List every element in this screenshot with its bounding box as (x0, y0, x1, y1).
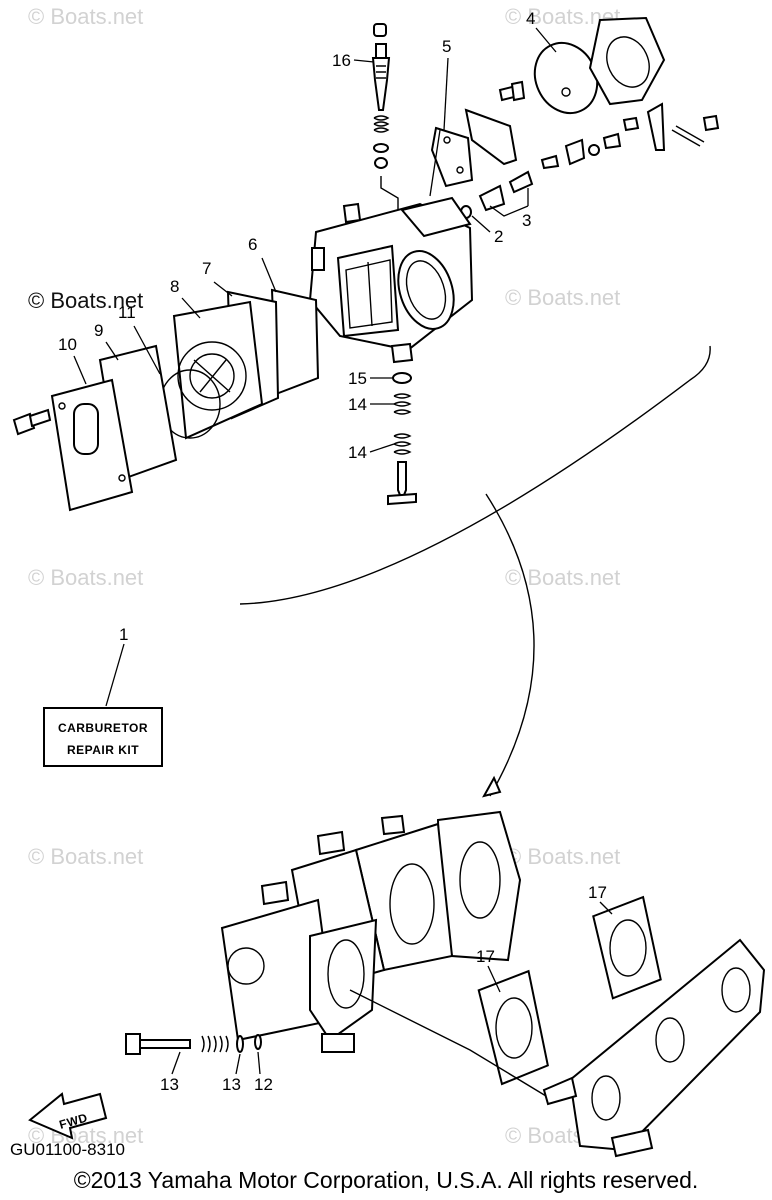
callout-15: 15 (348, 369, 367, 388)
callout-17: 17 (588, 883, 607, 902)
diaphragm-part (533, 16, 666, 115)
callout-8: 8 (170, 277, 179, 296)
callouts: 1 2 3 4 5 6 7 8 9 10 11 12 13 13 14 14 1… (58, 9, 613, 1094)
manifold-gasket-part (477, 969, 549, 1086)
callout-13: 13 (222, 1075, 241, 1094)
watermark: © Boats.net (28, 565, 143, 590)
callout-2: 2 (494, 227, 503, 246)
callout-7: 7 (202, 259, 211, 278)
gasket-part (430, 108, 518, 188)
watermark: © Boats.net (28, 288, 143, 313)
kit-label-line1: CARBURETOR (58, 721, 148, 735)
callout-4: 4 (526, 9, 535, 28)
watermark: © Boats.net (28, 844, 143, 869)
screw-part (12, 408, 52, 436)
callout-10: 10 (58, 335, 77, 354)
leader-line (105, 643, 125, 707)
watermark: © Boats.net (505, 844, 620, 869)
callout-16: 16 (332, 51, 351, 70)
fuel-pump-gasket-part (270, 288, 320, 396)
callout-9: 9 (94, 321, 103, 340)
diagram-code: GU01100-8310 (10, 1140, 125, 1159)
intake-manifold-part (542, 938, 766, 1158)
callout-12: 12 (254, 1075, 273, 1094)
callout-14: 14 (348, 443, 367, 462)
repair-kit-box: CARBURETOR REPAIR KIT (43, 707, 163, 767)
callout-3: 3 (522, 211, 531, 230)
needle-valve-part (478, 170, 534, 217)
callout-13: 13 (160, 1075, 179, 1094)
watermark: © Boats.net (28, 4, 143, 29)
watermark: © Boats.net (505, 285, 620, 310)
spring-part (387, 372, 417, 506)
manifold-gasket-part (592, 895, 662, 1000)
callout-6: 6 (248, 235, 257, 254)
pilot-screw-part (371, 23, 399, 210)
callout-17: 17 (476, 947, 495, 966)
callout-1: 1 (119, 625, 128, 644)
assembly-bracket (239, 345, 711, 605)
callout-11: 11 (118, 303, 136, 322)
screw-part (498, 80, 720, 170)
callout-5: 5 (442, 37, 451, 56)
fuel-pump-cover-part (50, 378, 134, 512)
callout-14: 14 (348, 395, 367, 414)
assembly-arrow (485, 493, 535, 797)
kit-label-line2: REPAIR KIT (67, 743, 139, 757)
arrow-head (482, 775, 502, 798)
alignment-line (349, 989, 547, 1097)
throttle-screw-part (125, 1033, 262, 1055)
copyright-notice: ©2013 Yamaha Motor Corporation, U.S.A. A… (73, 1167, 699, 1193)
fuel-pump-body-part (172, 300, 264, 440)
carburetor-body (308, 196, 474, 364)
carburetor-assembly (220, 810, 522, 1053)
